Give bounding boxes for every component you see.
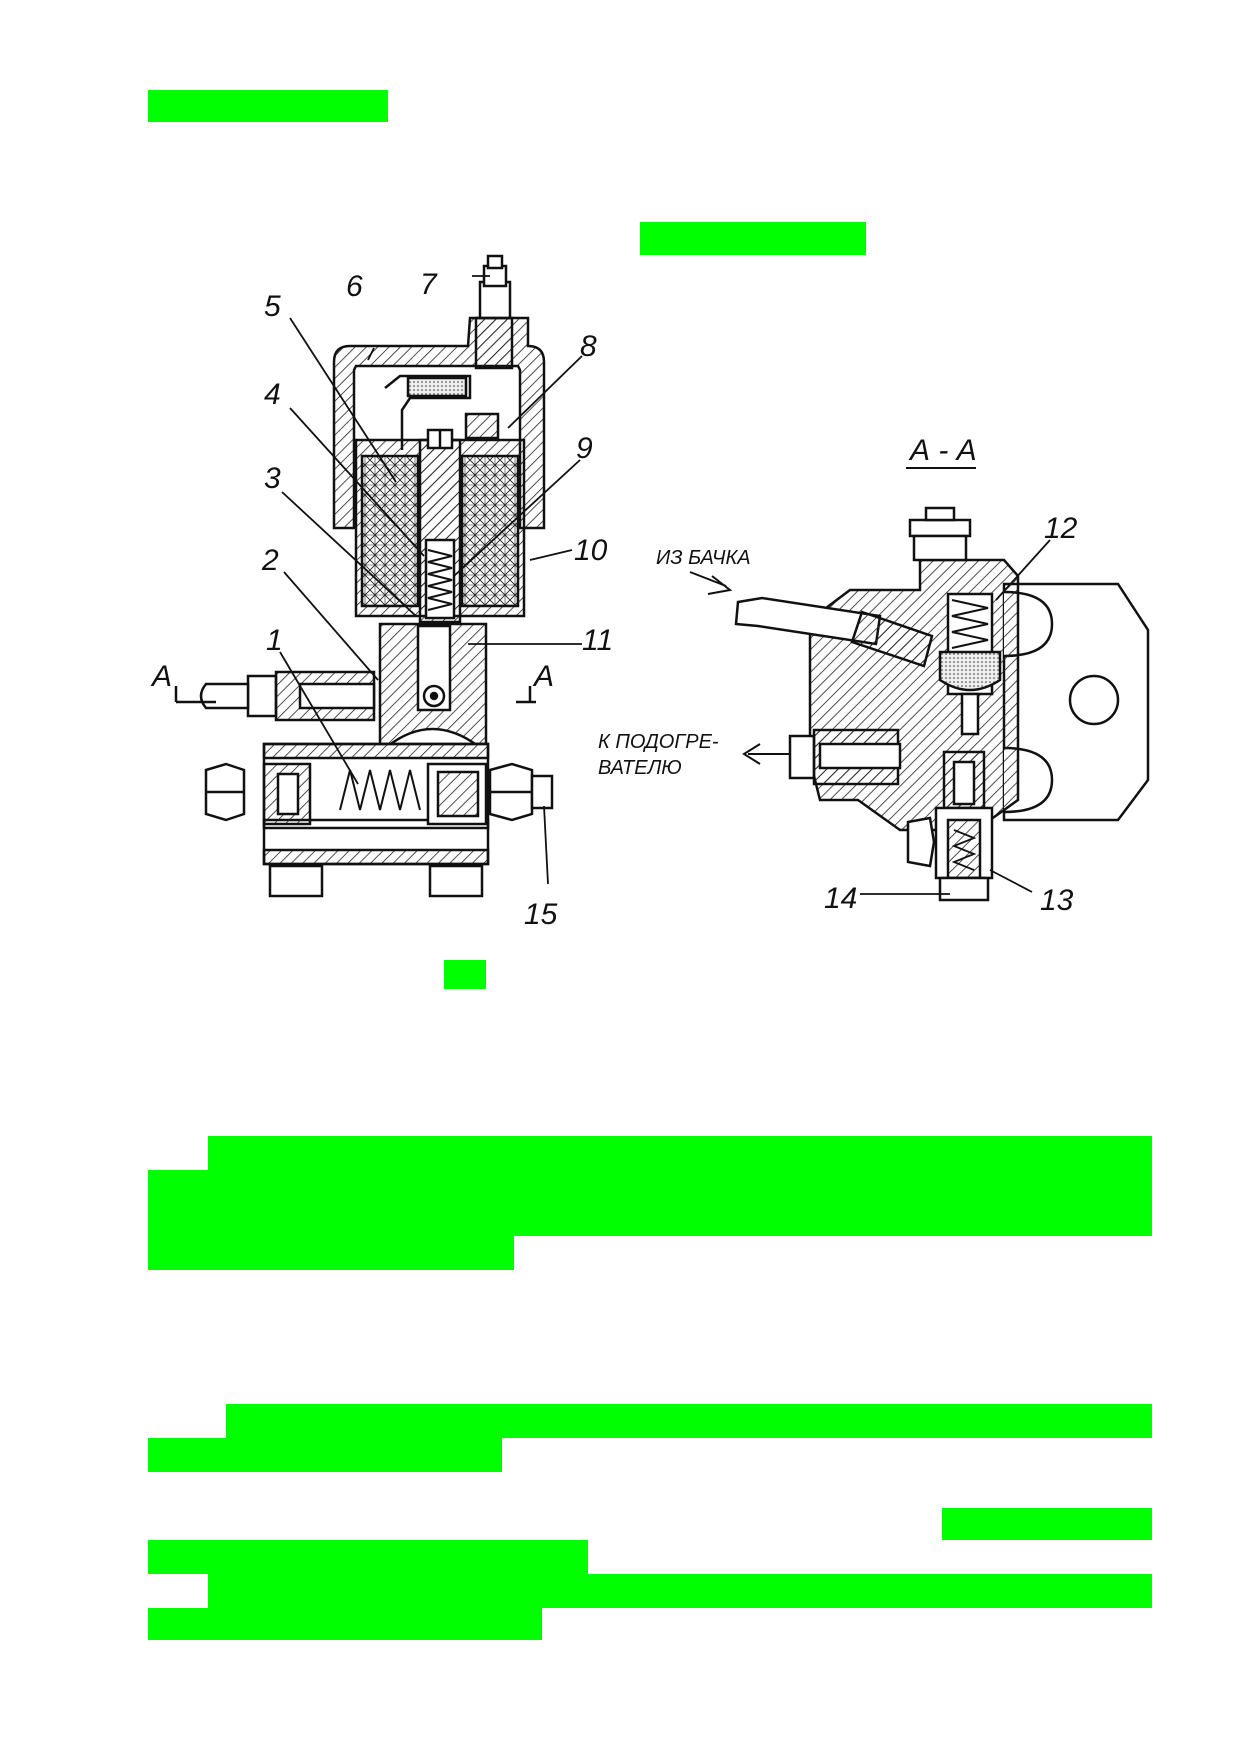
figure-number-redaction bbox=[444, 960, 486, 989]
header-redaction bbox=[148, 90, 388, 122]
section-label: А - А bbox=[908, 434, 977, 467]
callout-3: 3 bbox=[264, 462, 281, 495]
outlet-label-line1: К ПОДОГРЕ- bbox=[598, 731, 719, 753]
paragraph-3-line-2 bbox=[148, 1540, 588, 1574]
figure-title-redaction bbox=[640, 222, 866, 255]
outlet-label-line2: ВАТЕЛЮ bbox=[598, 757, 682, 779]
right-section-view bbox=[689, 467, 1150, 902]
paragraph-1-line-1 bbox=[208, 1136, 1152, 1170]
callout-6: 6 bbox=[346, 270, 363, 303]
paragraph-2-line-1 bbox=[226, 1404, 1152, 1438]
callout-14: 14 bbox=[824, 882, 857, 915]
paragraph-3-line-1 bbox=[942, 1508, 1152, 1540]
callout-7: 7 bbox=[420, 268, 438, 301]
callout-1: 1 bbox=[266, 624, 283, 657]
section-marker-right: А bbox=[532, 660, 554, 693]
paragraph-2-line-2 bbox=[148, 1438, 502, 1472]
callout-13: 13 bbox=[1040, 884, 1074, 917]
inlet-label: ИЗ БАЧКА bbox=[656, 547, 751, 569]
callout-10: 10 bbox=[574, 534, 608, 567]
paragraph-1-line-4 bbox=[148, 1236, 514, 1270]
callout-15: 15 bbox=[524, 898, 558, 931]
section-marker-left: А bbox=[150, 660, 172, 693]
paragraph-3-line-4 bbox=[148, 1608, 542, 1640]
callout-4: 4 bbox=[264, 378, 281, 411]
paragraph-1-line-3 bbox=[148, 1202, 1152, 1236]
callout-11: 11 bbox=[582, 624, 613, 657]
callout-8: 8 bbox=[580, 330, 597, 363]
left-sectional-view bbox=[174, 254, 583, 898]
callout-5: 5 bbox=[264, 290, 281, 323]
callout-2: 2 bbox=[261, 544, 279, 577]
paragraph-1-line-2 bbox=[148, 1170, 1152, 1202]
callout-9: 9 bbox=[576, 432, 593, 465]
paragraph-3-line-3 bbox=[208, 1574, 1152, 1608]
callout-12: 12 bbox=[1044, 512, 1078, 545]
